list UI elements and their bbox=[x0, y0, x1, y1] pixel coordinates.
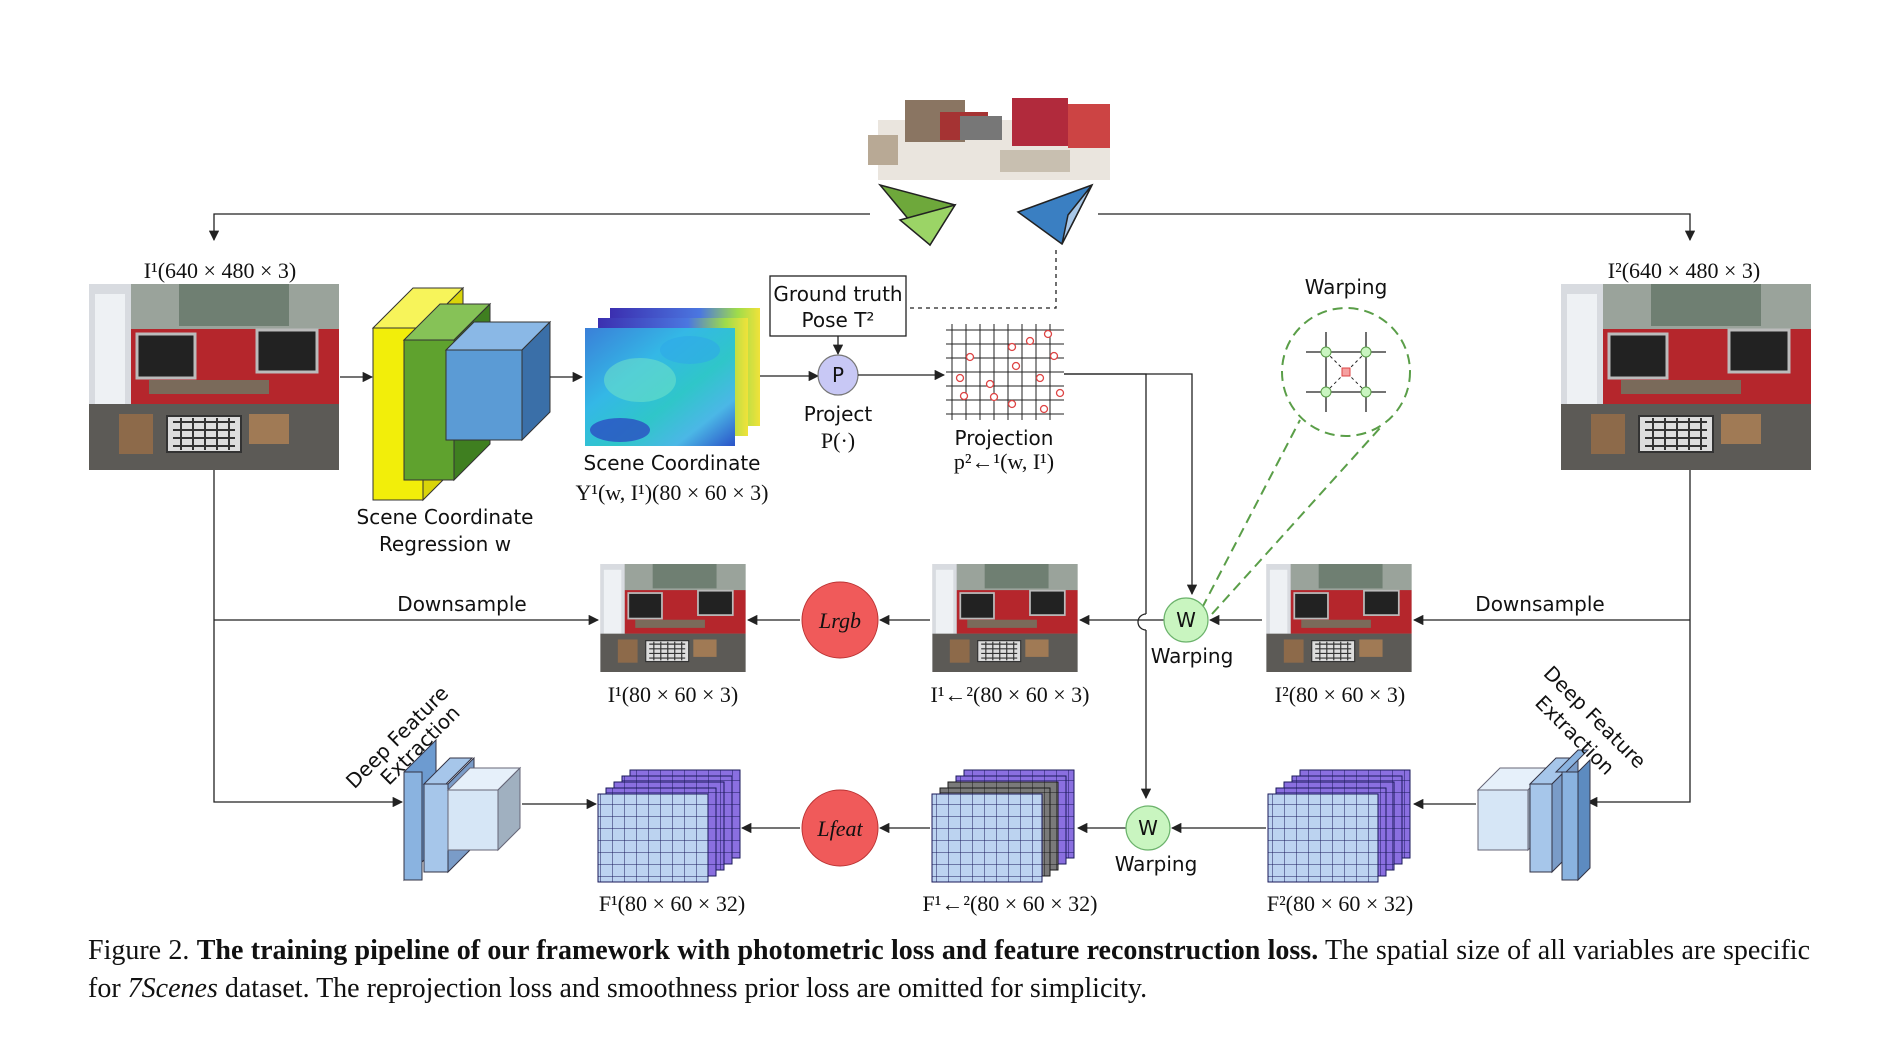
projection-points bbox=[955, 329, 1065, 414]
i1-small-label: I¹(80 × 60 × 3) bbox=[608, 682, 738, 707]
rgb-loss-node bbox=[801, 581, 879, 659]
right-image-label: I²(640 × 480 × 3) bbox=[1608, 258, 1760, 283]
projection-label-1: Projection bbox=[955, 426, 1054, 450]
left-image bbox=[88, 284, 340, 470]
project-label-2: P(·) bbox=[821, 428, 855, 453]
i2-small-image bbox=[1266, 564, 1412, 672]
warp-node-rgb bbox=[1163, 597, 1209, 643]
zoom-connector bbox=[1201, 419, 1381, 615]
ground-truth-box bbox=[769, 275, 907, 337]
connector-left-to-feat bbox=[213, 470, 404, 808]
caption-text-1: The spatial size of all variables are sp… bbox=[88, 935, 1811, 1004]
camera-green-icon bbox=[877, 183, 957, 247]
right-image bbox=[1560, 284, 1812, 470]
warp-node-feat-label: W bbox=[1138, 816, 1158, 840]
project-node-label: P bbox=[832, 363, 844, 387]
caption-bold: The training pipeline of our framework w… bbox=[196, 935, 1319, 966]
scene-coordinate-map bbox=[585, 308, 760, 446]
i2-small-label: I²(80 × 60 × 3) bbox=[1275, 682, 1405, 707]
warping-zoom bbox=[1281, 307, 1411, 437]
projection-label-2: p²←¹(w, I¹) bbox=[954, 449, 1054, 474]
regression-label-2: Regression w bbox=[379, 532, 511, 556]
f2-label: F²(80 × 60 × 32) bbox=[1267, 891, 1413, 916]
connector-camera-to-right bbox=[1098, 213, 1696, 242]
connector-projection-to-warp-rgb bbox=[1064, 373, 1198, 596]
caption-dataset: 7Scenes bbox=[127, 973, 218, 1004]
i1-from-2-image bbox=[932, 564, 1078, 672]
f1-label: F¹(80 × 60 × 32) bbox=[599, 891, 745, 916]
connector-camera-to-pose bbox=[910, 250, 1057, 309]
warping-zoom-label: Warping bbox=[1305, 275, 1388, 299]
feature-extractor-right bbox=[1476, 749, 1591, 882]
f1-from-2-label: F¹←²(80 × 60 × 32) bbox=[923, 891, 1098, 916]
figure-caption: Figure 2. The training pipeline of our f… bbox=[88, 932, 1810, 1008]
downsample-left-label: Downsample bbox=[397, 592, 526, 616]
camera-blue-icon bbox=[1016, 183, 1094, 246]
line-hop bbox=[1137, 613, 1147, 631]
connector-projection-to-warp-feat bbox=[1064, 373, 1146, 798]
feat-loss-label: Lfeat bbox=[816, 816, 863, 841]
ground-truth-label-2: Pose T² bbox=[802, 308, 875, 332]
feat-loss-node bbox=[801, 789, 879, 867]
i1-from-2-label: I¹←²(80 × 60 × 3) bbox=[931, 682, 1090, 707]
feature-extractor-left bbox=[403, 738, 522, 882]
ground-truth-label-1: Ground truth bbox=[773, 282, 902, 306]
left-image-label: I¹(640 × 480 × 3) bbox=[144, 258, 296, 283]
point-cloud bbox=[868, 98, 1110, 180]
f1-from-2-feature-stack bbox=[931, 769, 1075, 883]
connector-right-to-feat bbox=[1586, 470, 1691, 808]
scene-coordinate-label-1: Scene Coordinate bbox=[584, 451, 761, 475]
projection-grid bbox=[946, 324, 1064, 420]
warp-node-rgb-label: W bbox=[1176, 608, 1196, 632]
caption-prefix: Figure 2. bbox=[88, 935, 197, 966]
f1-feature-stack bbox=[597, 769, 741, 883]
regression-label-1: Scene Coordinate bbox=[357, 505, 534, 529]
rgb-loss-label: Lrgb bbox=[818, 608, 861, 633]
connector-camera-to-left bbox=[208, 213, 870, 242]
scene-coordinate-label-2: Y¹(w, I¹)(80 × 60 × 3) bbox=[576, 480, 769, 505]
project-label-1: Project bbox=[804, 402, 873, 426]
warp-node-feat bbox=[1125, 805, 1171, 851]
f2-feature-stack bbox=[1267, 769, 1411, 883]
i1-small-image bbox=[600, 564, 746, 672]
warp-rgb-label: Warping bbox=[1151, 644, 1234, 668]
caption-text-2: dataset. The reprojection loss and smoot… bbox=[217, 973, 1148, 1004]
downsample-right-label: Downsample bbox=[1475, 592, 1604, 616]
regression-network bbox=[371, 286, 552, 502]
warp-feat-label: Warping bbox=[1115, 852, 1198, 876]
